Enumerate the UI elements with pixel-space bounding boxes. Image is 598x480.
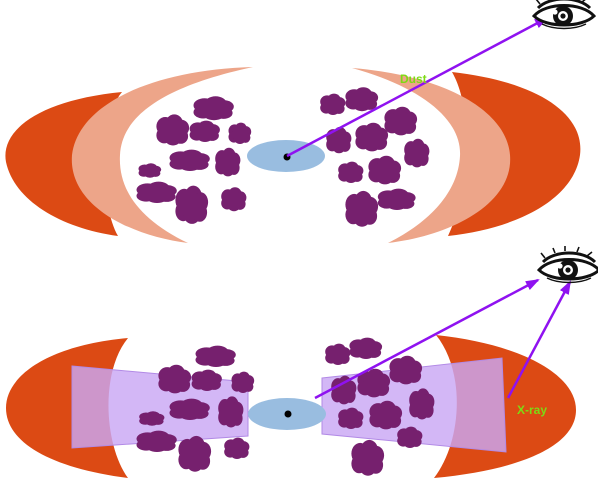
bottom-dust-cloud xyxy=(192,370,222,391)
top-dust-cloud xyxy=(404,139,429,168)
top-dust-cloud xyxy=(190,121,220,142)
top-dust-cloud xyxy=(194,96,234,120)
bottom-dust-cloud xyxy=(196,346,236,367)
top-dust-cloud xyxy=(345,87,378,111)
top-dust-cloud xyxy=(170,150,210,171)
top-dust-cloud xyxy=(345,191,378,227)
bottom-dust-cloud xyxy=(351,440,384,476)
bottom-dust-cloud xyxy=(158,365,191,394)
bottom-black-hole xyxy=(285,411,292,418)
bottom-dust-cloud xyxy=(232,372,255,393)
top-dust-cloud xyxy=(326,127,351,153)
bottom-dust-cloud xyxy=(178,436,211,472)
top-dust-cloud xyxy=(229,123,252,144)
bottom-dust-cloud xyxy=(389,356,422,385)
bottom-dust-cloud xyxy=(224,438,249,459)
top-dust-cloud xyxy=(137,182,177,203)
bottom-panel: X-ray xyxy=(6,246,598,478)
top-dust-cloud xyxy=(215,148,240,177)
top-dust-cloud xyxy=(221,187,246,211)
top-eye-icon xyxy=(534,0,594,29)
top-dust-cloud xyxy=(384,107,417,136)
bottom-eye-icon xyxy=(539,246,598,283)
top-dust-cloud xyxy=(156,114,189,145)
top-dust-label: Dust xyxy=(400,72,427,86)
top-dust-cloud xyxy=(338,162,363,183)
top-panel: Dust xyxy=(5,0,594,243)
bottom-dust-cloud xyxy=(349,338,382,359)
top-dust-cloud xyxy=(139,163,162,177)
top-dust-cloud xyxy=(355,123,388,152)
top-dust-cloud xyxy=(175,186,208,224)
top-dust-cloud xyxy=(320,94,345,115)
bottom-xray-label: X-ray xyxy=(517,403,547,417)
top-dust-cloud xyxy=(368,156,401,185)
bottom-dust-cloud xyxy=(325,344,350,365)
top-dust-cloud xyxy=(378,189,416,210)
